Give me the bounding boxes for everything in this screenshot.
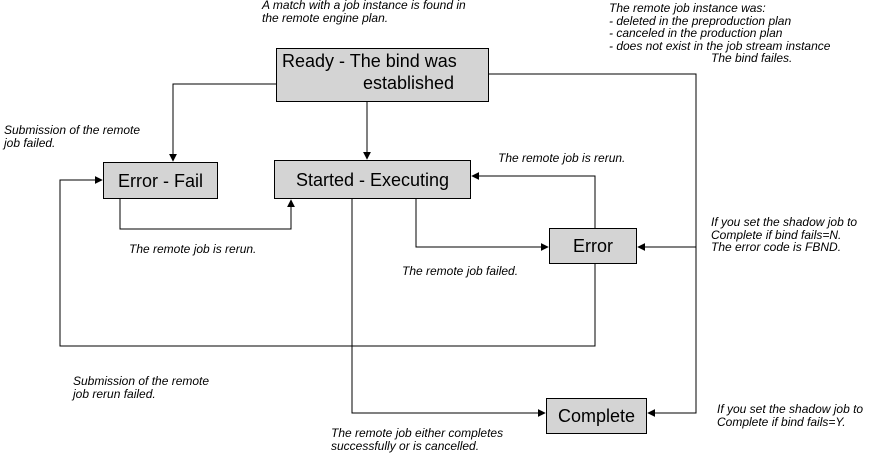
note-line: A match with a job instance is found in: [262, 0, 466, 12]
state-error-fail-label: Error - Fail: [118, 170, 203, 191]
state-error: Error: [549, 228, 637, 264]
note-line: The remote job is rerun.: [129, 242, 257, 256]
note-line: the remote engine plan.: [262, 10, 389, 25]
note-submission-failed: Submission of the remote job failed.: [4, 124, 140, 149]
note-line: Complete if bind fails=Y.: [717, 414, 846, 429]
error-fail-to-started-arrow: [119, 199, 295, 230]
state-complete-label: Complete: [557, 406, 636, 426]
note-job-failed: The remote job failed.: [402, 265, 518, 278]
ready-to-complete-arrow: [489, 73, 697, 417]
note-line: If you set the shadow job to: [717, 402, 864, 416]
note-completes-or-cancelled: The remote job either completes successf…: [331, 427, 503, 452]
state-started-label: Started - Executing: [295, 169, 450, 190]
state-ready-label-line1: Ready - The bind was: [282, 51, 457, 71]
started-to-complete-arrow: [351, 199, 546, 417]
note-line: Submission of the remote: [73, 374, 210, 388]
note-match-found: A match with a job instance is found in …: [262, 0, 466, 24]
note-line: The remote job either completes: [331, 426, 504, 440]
note-line: Submission of the remote: [4, 123, 141, 137]
state-ready: Ready - The bind was established: [276, 48, 489, 102]
note-line: The remote job failed.: [402, 264, 519, 278]
note-line: The remote job is rerun.: [498, 151, 626, 165]
state-started: Started - Executing: [274, 160, 471, 199]
note-bind-fails-n: If you set the shadow job to Complete if…: [711, 216, 857, 254]
state-error-fail: Error - Fail: [103, 162, 218, 199]
note-rerun-submission-failed: Submission of the remote job rerun faile…: [73, 375, 209, 400]
note-line: job rerun failed.: [73, 386, 156, 401]
note-line: Complete if bind fails=N.: [711, 227, 842, 242]
note-line: - does not exist in the job stream insta…: [609, 38, 831, 53]
note-rerun-top: The remote job is rerun.: [498, 152, 625, 165]
note-line: The bind failes.: [711, 51, 793, 66]
note-line: The error code is FBND.: [711, 240, 842, 255]
error-to-started-rerun-arrow: [471, 172, 596, 228]
error-to-error-fail-arrow: [59, 176, 596, 347]
state-error-label: Error: [573, 236, 613, 256]
note-line: - deleted in the preproduction plan: [609, 13, 792, 28]
note-line: successfully or is cancelled.: [331, 438, 480, 453]
note-line: - canceled in the production plan: [609, 26, 783, 41]
note-line: If you set the shadow job to: [711, 215, 858, 229]
note-line: job failed.: [4, 135, 56, 150]
note-bind-fails-y: If you set the shadow job to Complete if…: [717, 403, 863, 428]
note-not-found: The remote job instance was: - deleted i…: [609, 2, 830, 65]
started-to-error-arrow: [415, 199, 549, 251]
note-rerun-bottom: The remote job is rerun.: [129, 243, 256, 256]
ready-to-error-fail-arrow: [169, 83, 276, 162]
note-line: The remote job instance was:: [609, 1, 766, 15]
state-complete: Complete: [546, 398, 647, 434]
state-ready-label-line2: established: [363, 73, 455, 93]
